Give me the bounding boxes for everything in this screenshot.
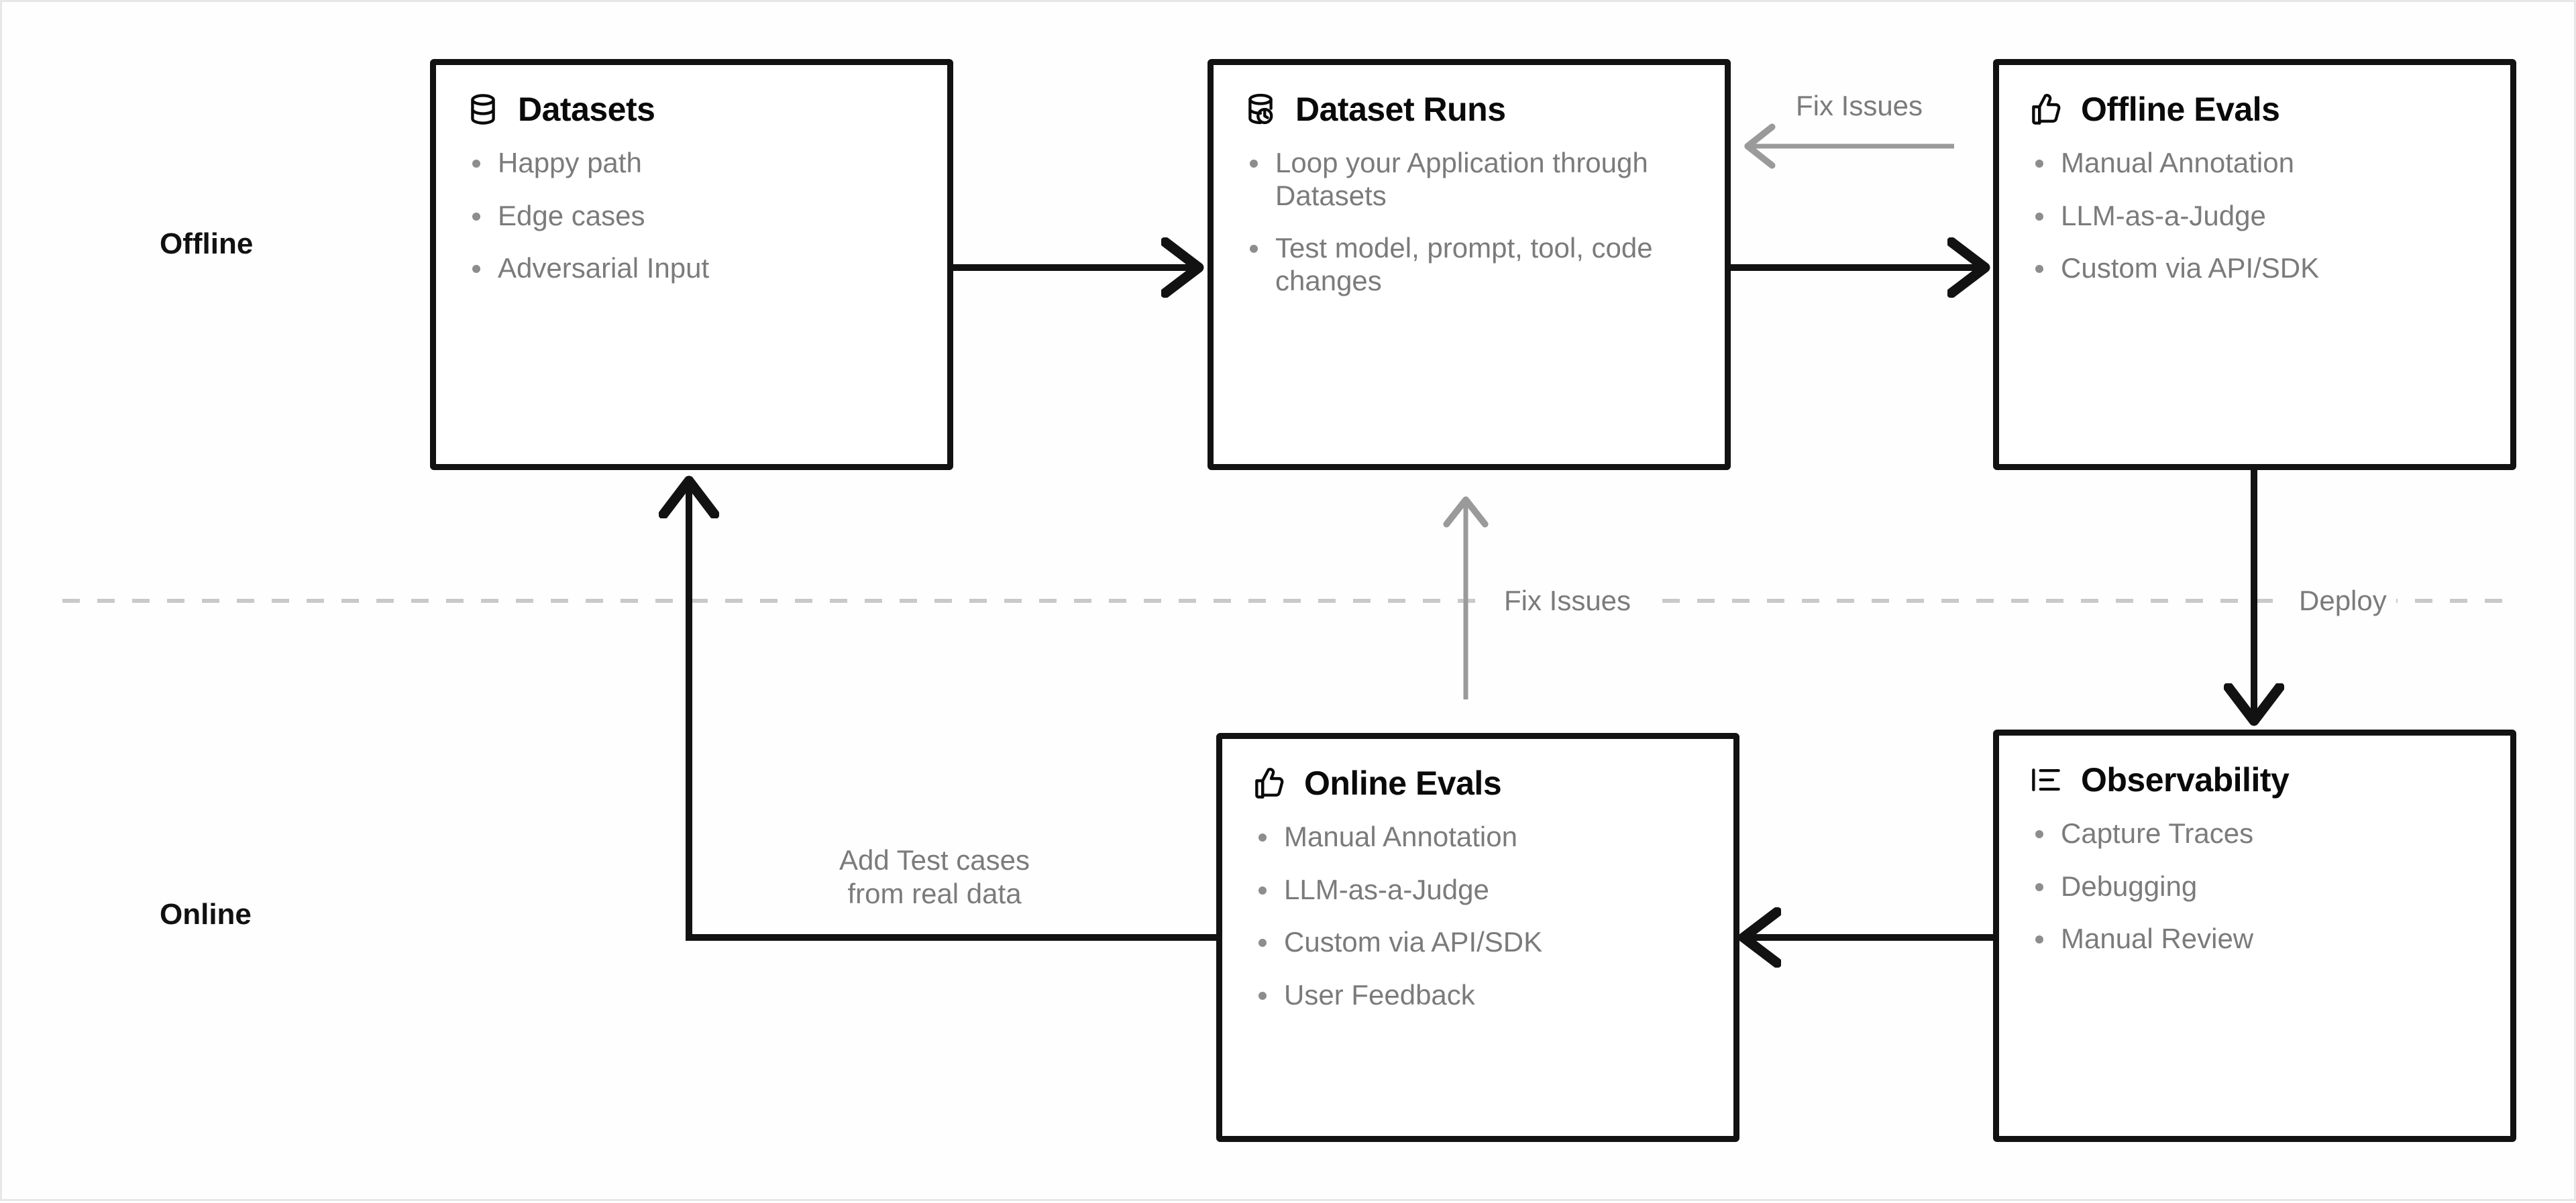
thumbs-up-icon xyxy=(2029,92,2063,127)
node-observability-bullets: Capture Traces Debugging Manual Review xyxy=(2029,817,2481,956)
list-item: Manual Annotation xyxy=(2029,147,2481,180)
thumbs-up-icon xyxy=(1252,766,1287,801)
edge-label-add-test-cases-line2: from real data xyxy=(847,877,1022,909)
node-offline-evals-bullets: Manual Annotation LLM-as-a-Judge Custom … xyxy=(2029,147,2481,285)
node-datasets-bullets: Happy path Edge cases Adversarial Input xyxy=(466,147,918,285)
list-item: LLM-as-a-Judge xyxy=(1252,874,1704,907)
node-datasets-title: Datasets xyxy=(518,91,655,128)
list-item: Custom via API/SDK xyxy=(2029,252,2481,285)
database-refresh-icon xyxy=(1243,92,1278,127)
list-item: Test model, prompt, tool, code changes xyxy=(1243,232,1695,297)
list-item: Manual Review xyxy=(2029,923,2481,956)
node-online-evals-bullets: Manual Annotation LLM-as-a-Judge Custom … xyxy=(1252,821,1704,1012)
edge-label-fix-issues-top: Fix Issues xyxy=(1786,89,1933,123)
list-item: Capture Traces xyxy=(2029,817,2481,850)
list-item: Loop your Application through Datasets xyxy=(1243,147,1695,212)
edge-label-add-test-cases: Add Test cases from real data xyxy=(817,844,1052,911)
node-datasets-header: Datasets xyxy=(466,92,918,127)
list-item: Manual Annotation xyxy=(1252,821,1704,854)
edge-label-fix-issues-middle: Fix Issues xyxy=(1495,584,1641,618)
list-item: Custom via API/SDK xyxy=(1252,926,1704,959)
node-online-evals[interactable]: Online Evals Manual Annotation LLM-as-a-… xyxy=(1216,733,1739,1142)
list-item: Edge cases xyxy=(466,200,918,233)
lane-label-offline: Offline xyxy=(160,227,254,260)
list-item: LLM-as-a-Judge xyxy=(2029,200,2481,233)
edge-label-add-test-cases-line1: Add Test cases xyxy=(839,844,1030,876)
node-offline-evals[interactable]: Offline Evals Manual Annotation LLM-as-a… xyxy=(1993,59,2516,470)
lane-label-online: Online xyxy=(160,898,252,931)
node-dataset-runs-header: Dataset Runs xyxy=(1243,92,1695,127)
node-online-evals-header: Online Evals xyxy=(1252,766,1704,801)
node-dataset-runs-title: Dataset Runs xyxy=(1295,91,1506,128)
list-item: Debugging xyxy=(2029,870,2481,903)
edge-label-deploy: Deploy xyxy=(2290,584,2396,618)
node-online-evals-title: Online Evals xyxy=(1304,764,1502,802)
node-datasets[interactable]: Datasets Happy path Edge cases Adversari… xyxy=(430,59,953,470)
list-item: Adversarial Input xyxy=(466,252,918,285)
node-dataset-runs-bullets: Loop your Application through Datasets T… xyxy=(1243,147,1695,298)
database-icon xyxy=(466,92,500,127)
list-item: Happy path xyxy=(466,147,918,180)
node-observability-header: Observability xyxy=(2029,762,2481,797)
node-offline-evals-title: Offline Evals xyxy=(2081,91,2280,128)
node-observability-title: Observability xyxy=(2081,761,2290,799)
list-lines-icon xyxy=(2029,762,2063,797)
node-dataset-runs[interactable]: Dataset Runs Loop your Application throu… xyxy=(1208,59,1731,470)
node-observability[interactable]: Observability Capture Traces Debugging M… xyxy=(1993,730,2516,1142)
list-item: User Feedback xyxy=(1252,979,1704,1012)
node-offline-evals-header: Offline Evals xyxy=(2029,92,2481,127)
